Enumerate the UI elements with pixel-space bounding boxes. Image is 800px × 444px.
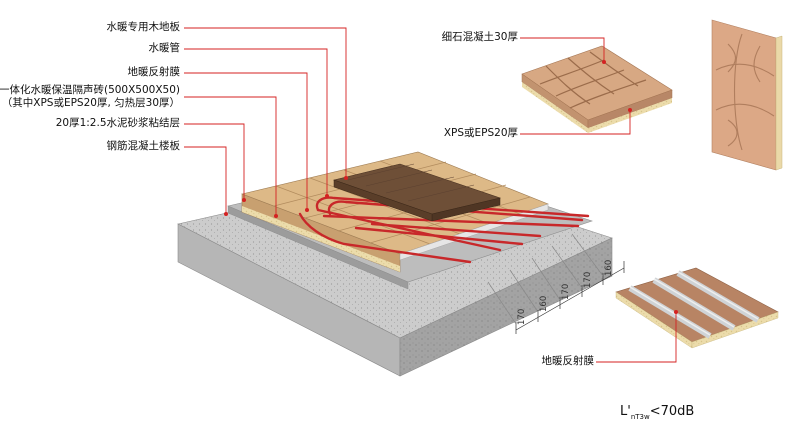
concrete-panel-detail <box>521 45 673 133</box>
label-mortar-layer: 20厚1:2.5水泥砂浆粘结层 <box>55 117 180 129</box>
dim-label-1: 160 <box>539 296 549 312</box>
tile-front-view <box>711 19 783 171</box>
label-film-detail: 地暖反射膜 <box>541 355 595 367</box>
film-leader-dot <box>674 310 678 314</box>
label-xps-eps: XPS或EPS20厚 <box>443 127 518 139</box>
right-top-leaders <box>520 37 631 135</box>
right-top-dots <box>602 60 632 112</box>
film-panel-detail <box>615 267 779 349</box>
wood-floor-left <box>333 179 433 222</box>
mortar-layer-side <box>227 205 409 290</box>
leader-dots <box>224 176 348 218</box>
label-insulation-note: （其中XPS或EPS20厚, 匀热层30厚） <box>1 97 180 109</box>
acoustic-formula: L'nT3w<70dB <box>620 404 695 421</box>
label-wood-floor: 水暖专用木地板 <box>106 21 181 33</box>
film-leader <box>596 312 677 363</box>
concrete-slab-right <box>399 237 613 377</box>
dimension-labels: 170 160 170 170 160 <box>517 260 614 325</box>
label-fine-concrete: 细石混凝土30厚 <box>441 31 518 43</box>
dim-label-0: 170 <box>517 309 527 325</box>
dim-label-4: 160 <box>604 260 614 276</box>
label-reflective-film: 地暖反射膜 <box>127 66 181 78</box>
dim-label-2: 170 <box>561 284 571 300</box>
formula-value: <70dB <box>649 404 695 419</box>
dim-label-3: 170 <box>583 272 593 288</box>
label-insulation-tile: 一体化水暖保温隔声砖(500X500X50) <box>0 84 180 96</box>
label-heating-pipe: 水暖管 <box>148 42 181 54</box>
wood-grain <box>347 163 475 202</box>
label-concrete-slab: 钢筋混凝土楼板 <box>106 140 181 152</box>
formula-subscript: nT3w <box>630 413 650 421</box>
dimension-line <box>487 233 625 334</box>
formula-symbol: L' <box>620 404 631 419</box>
insulation-foam-band <box>242 206 400 272</box>
main-assembly: 170 160 170 170 160 <box>177 151 625 377</box>
left-leader-lines <box>184 27 347 216</box>
